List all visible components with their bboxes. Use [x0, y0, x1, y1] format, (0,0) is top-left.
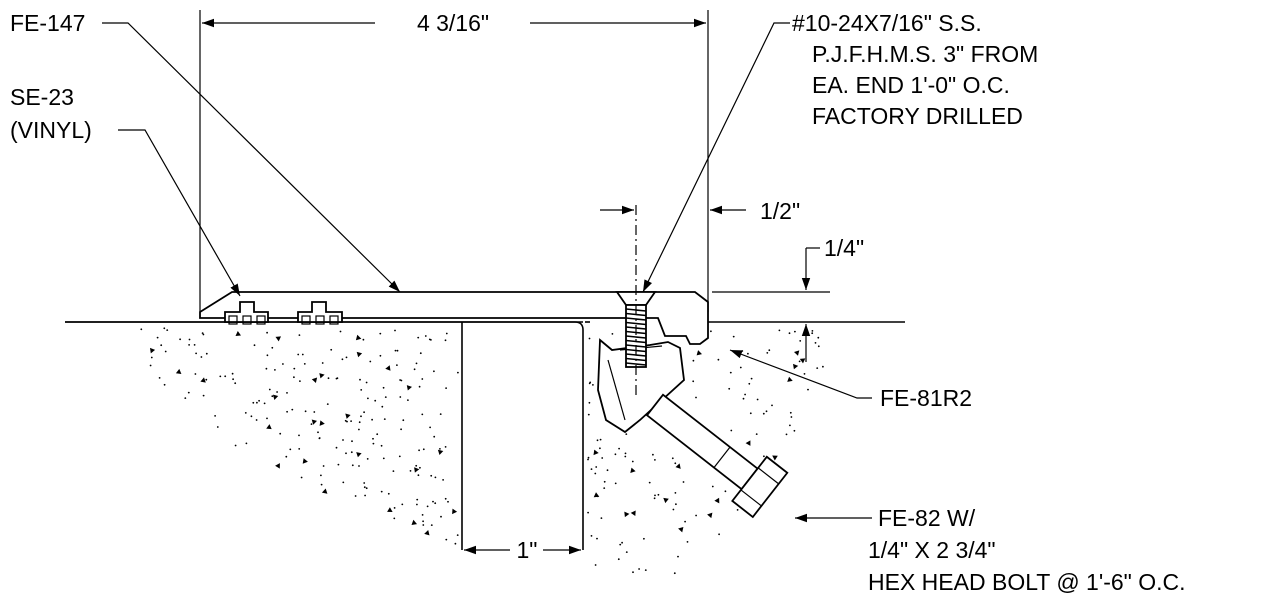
fe147-label: FE-147 — [10, 10, 85, 36]
screw-note-line1: #10-24X7/16" S.S. — [792, 10, 982, 36]
fe82-label-line3: HEX HEAD BOLT @ 1'-6" O.C. — [868, 569, 1186, 595]
screw-note-line2: P.J.F.H.M.S. 3" FROM — [812, 41, 1038, 67]
edge-dimension: 1/2" — [600, 198, 800, 224]
se23-callout: SE-23 (VINYL) — [10, 84, 241, 297]
concrete-stipple — [140, 327, 824, 575]
fe82-label-line2: 1/4" X 2 3/4" — [868, 537, 996, 563]
gap-dimension: 1" — [464, 537, 581, 563]
gap-dim-label: 1" — [517, 537, 538, 563]
width-dim-label: 4 3/16" — [417, 10, 489, 36]
se23-vinyl-insert-2 — [297, 301, 343, 325]
fe81r2-callout: FE-81R2 — [729, 349, 972, 411]
screw-note-line3: EA. END 1'-0" O.C. — [812, 72, 1010, 98]
width-dimension: 4 3/16" — [199, 10, 709, 312]
fe81r2-label: FE-81R2 — [880, 385, 972, 411]
se23-vinyl-insert-1 — [224, 301, 269, 325]
concrete-slab-left — [65, 321, 584, 550]
edge-dim-label: 1/2" — [760, 198, 800, 224]
se23-label-line2: (VINYL) — [10, 117, 92, 143]
screw-note-line4: FACTORY DRILLED — [812, 103, 1023, 129]
fe82-hex-bolt — [645, 393, 789, 519]
height-dim-label: 1/4" — [824, 235, 864, 261]
height-dimension: 1/4" — [712, 235, 864, 362]
flat-head-screw — [615, 205, 657, 395]
fe147-callout: FE-147 — [10, 10, 401, 293]
fe82-label-line1: FE-82 W/ — [878, 505, 976, 531]
fe82-callout: FE-82 W/ 1/4" X 2 3/4" HEX HEAD BOLT @ 1… — [795, 505, 1186, 595]
se23-label-line1: SE-23 — [10, 84, 74, 110]
screw-callout: #10-24X7/16" S.S. P.J.F.H.M.S. 3" FROM E… — [642, 10, 1038, 293]
